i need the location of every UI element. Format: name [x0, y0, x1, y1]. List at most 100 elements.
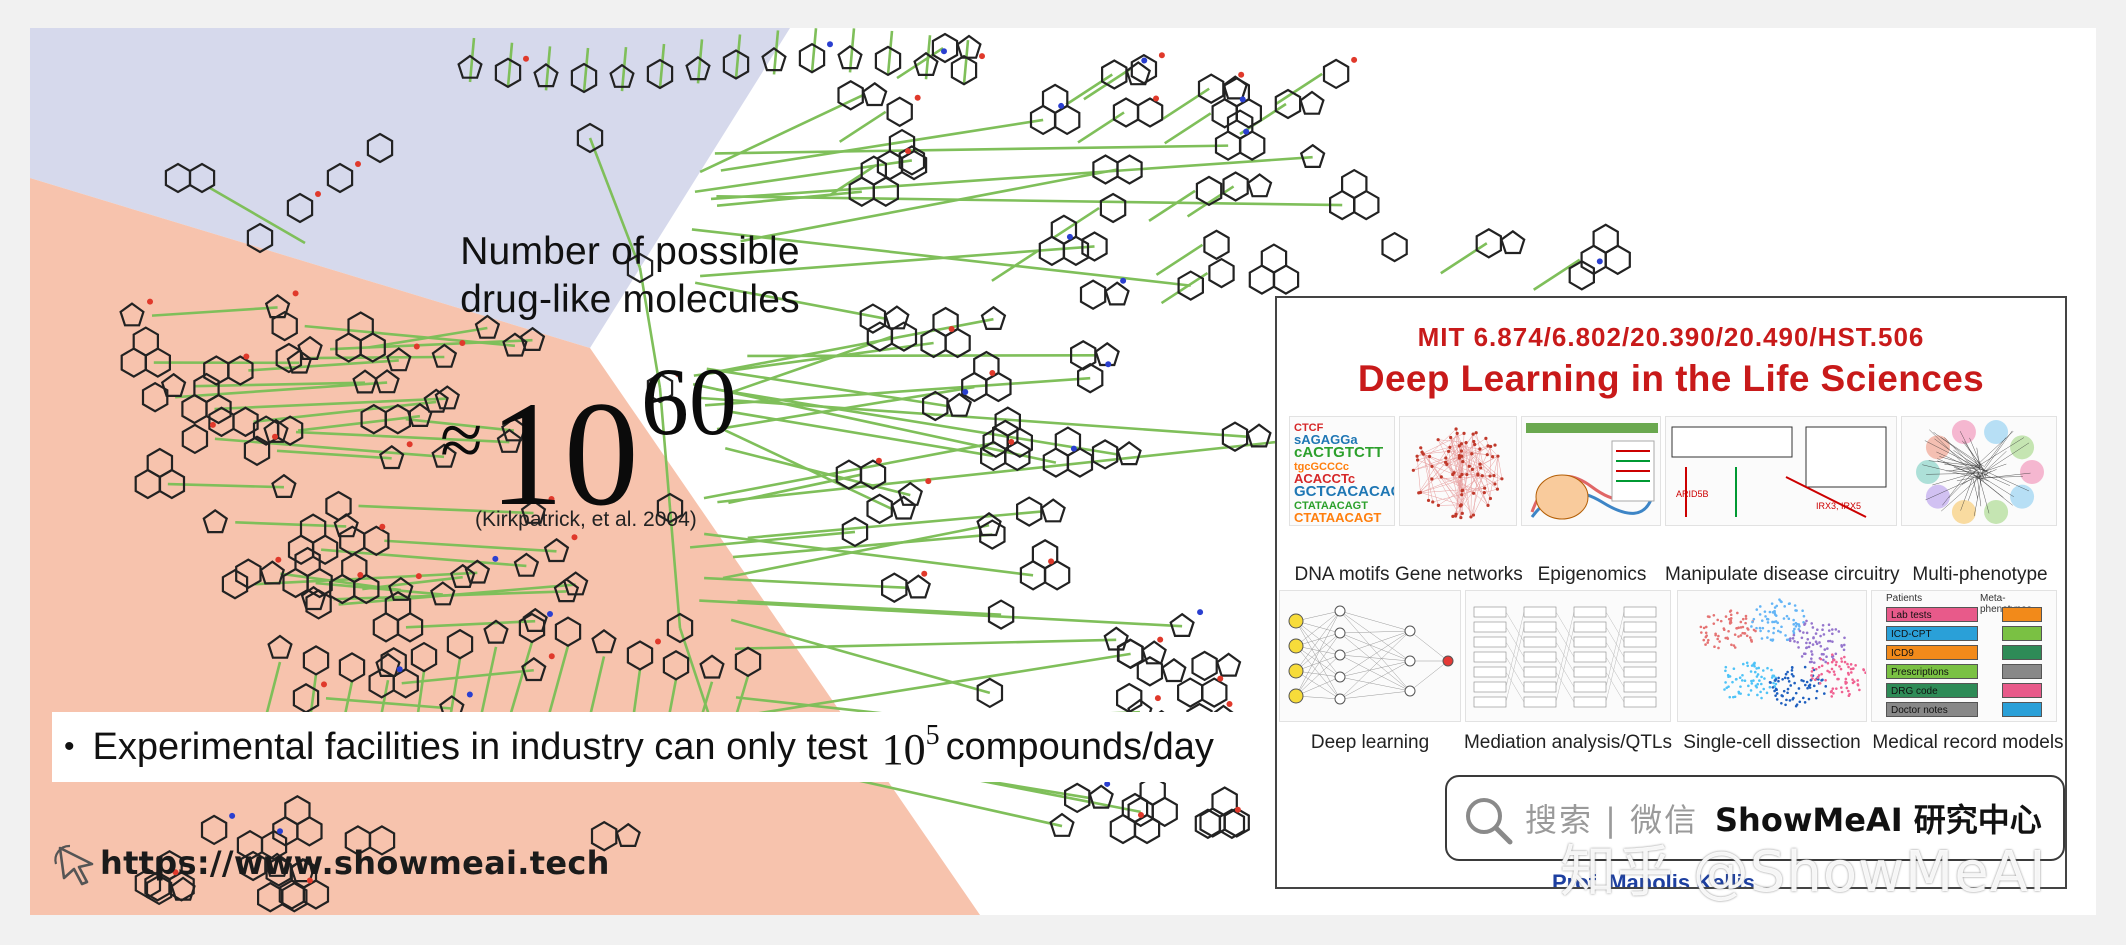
ring: [352, 369, 378, 394]
cell-point: [1755, 675, 1759, 678]
heteroatom: [1104, 780, 1111, 787]
ring: [543, 537, 570, 563]
cell-point: [1830, 667, 1834, 671]
cell-point: [1737, 635, 1740, 638]
ring: [160, 372, 187, 397]
tree-edge: [703, 441, 997, 500]
tree-edge: [151, 306, 278, 317]
cell-point: [1822, 658, 1825, 662]
label-deep-learning: Deep learning: [1310, 732, 1430, 753]
net-node: [1451, 472, 1455, 477]
med-edge: [1605, 611, 1625, 643]
ring: [520, 499, 547, 524]
cell-point: [1800, 655, 1804, 658]
med-edge: [1555, 611, 1575, 688]
cell-point: [1774, 614, 1778, 617]
nn-edge: [1339, 632, 1411, 692]
record-meta-bar: [2002, 645, 2042, 660]
ring: [1116, 638, 1144, 669]
cell-point: [1776, 621, 1780, 625]
cell-point: [1773, 679, 1777, 682]
cell-point: [1766, 636, 1769, 639]
cell-point: [1768, 685, 1772, 689]
med-edge: [1555, 656, 1575, 688]
med-box: [1523, 621, 1557, 633]
ring: [246, 222, 274, 254]
count-base: 10: [488, 371, 639, 537]
heteroatom: [1226, 700, 1233, 707]
cell-point: [1826, 669, 1829, 673]
cell-point: [1812, 661, 1816, 664]
ring: [1340, 168, 1368, 200]
cell-point: [1827, 623, 1831, 627]
phenotype-edge: [1969, 437, 1987, 478]
med-edge: [1505, 626, 1525, 703]
ring: [431, 443, 457, 468]
record-row: Lab tests: [1886, 607, 1978, 622]
cell-point: [1700, 631, 1703, 634]
net-node: [1455, 431, 1459, 435]
ring: [221, 568, 249, 600]
epigenomics-diagram: [1526, 423, 1658, 520]
ring: [890, 495, 917, 520]
search-box[interactable]: [1445, 775, 2065, 861]
med-box: [1523, 681, 1557, 693]
net-node: [1460, 511, 1464, 515]
ring: [294, 546, 321, 578]
cell-point: [1752, 628, 1756, 632]
showmeai-url[interactable]: https://www.showmeai.tech: [100, 844, 610, 882]
med-box: [1573, 666, 1607, 678]
cell-point: [1805, 641, 1808, 645]
ring: [1246, 173, 1273, 198]
cell-point: [1760, 696, 1763, 700]
panel-mediation: [1465, 590, 1671, 722]
ring: [1076, 362, 1104, 394]
heteroatom: [1234, 806, 1241, 813]
bullet-text-after: compounds/day: [945, 725, 1214, 768]
cell-point: [1807, 697, 1811, 701]
net-node: [1459, 442, 1464, 446]
cell-point: [1834, 652, 1838, 656]
ring: [1208, 257, 1235, 289]
nn-node: [1334, 649, 1346, 661]
phenotype-edge: [1977, 471, 1990, 514]
net-node: [1492, 473, 1496, 478]
panel-medical-records: Patients Meta-phenotypes Lab testsICD-CP…: [1871, 590, 2057, 722]
bullet-number: 105: [882, 720, 940, 775]
tree-edge: [638, 267, 662, 389]
ring: [973, 350, 1000, 382]
net-node: [1486, 503, 1490, 507]
heteroatom: [1243, 128, 1250, 135]
ring: [553, 578, 580, 603]
cell-point: [1848, 692, 1851, 696]
cell-point: [1752, 679, 1755, 682]
ring: [1177, 270, 1205, 301]
net-node: [1439, 475, 1443, 479]
cell-point: [1765, 691, 1769, 695]
net-edge: [1465, 442, 1485, 489]
cell-point: [1724, 615, 1728, 618]
cell-point: [1771, 686, 1775, 689]
ring: [464, 559, 491, 584]
ring: [333, 513, 359, 538]
ring: [1215, 652, 1242, 677]
phenotype-edge: [1946, 466, 1981, 472]
ring: [1136, 97, 1164, 128]
cell-point: [1741, 662, 1745, 666]
cell-point: [1847, 665, 1850, 669]
ring: [1218, 808, 1246, 840]
med-box: [1473, 681, 1507, 693]
ring: [646, 372, 674, 404]
med-edge: [1605, 656, 1625, 688]
phenotype-edge: [1972, 478, 1978, 499]
heteroatom: [320, 681, 327, 688]
neural-network-diagram: [1288, 605, 1454, 705]
ring: [860, 155, 888, 186]
ring: [1221, 421, 1249, 452]
med-edge: [1505, 641, 1525, 673]
net-edge: [1446, 432, 1477, 465]
cell-point: [1814, 678, 1817, 682]
net-edge: [1450, 437, 1463, 475]
phenotype-edge: [1939, 456, 1978, 468]
net-node: [1430, 464, 1434, 469]
